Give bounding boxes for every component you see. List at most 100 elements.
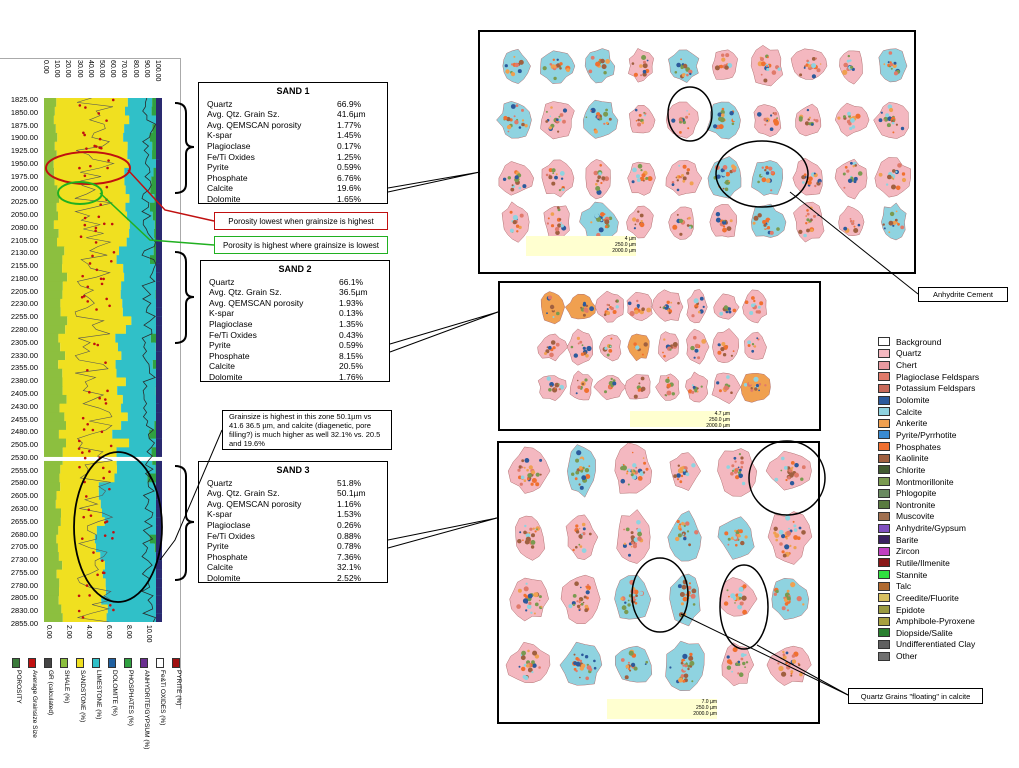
grainsize-point	[89, 262, 92, 265]
dolomite-band	[156, 203, 162, 212]
mineral-spot	[584, 378, 587, 381]
qemscan-panel-1: 4 µm 250.0 µm 2000.0 µm	[478, 30, 916, 274]
mineral-spot	[766, 65, 768, 67]
grainsize-point	[106, 186, 109, 189]
mineral-spot	[687, 597, 689, 599]
mineral-spot	[612, 382, 616, 386]
depth-tick: 2505.00	[0, 441, 38, 449]
composition-band	[44, 412, 64, 421]
mineral-label: Chlorite	[896, 465, 925, 475]
mineral-spot	[526, 537, 531, 542]
mineral-spot	[644, 342, 648, 346]
mineral-spot	[585, 677, 589, 681]
mineral-spot	[643, 457, 645, 459]
mineral-spot	[724, 601, 728, 605]
sand1-label: Fe/Ti Oxides	[207, 152, 255, 163]
composition-band	[58, 334, 115, 343]
composition-band	[64, 412, 127, 421]
mineral-swatch	[878, 372, 890, 381]
mineral-spot	[680, 667, 682, 669]
composition-band	[44, 508, 61, 517]
mineral-swatch	[878, 628, 890, 637]
mineral-spot	[689, 596, 691, 598]
phosphate-band	[154, 229, 156, 238]
mineral-spot	[794, 473, 799, 478]
mineral-spot	[571, 473, 574, 476]
mineral-spot	[665, 379, 670, 384]
mineral-spot	[801, 594, 803, 596]
mineral-spot	[671, 119, 675, 123]
sand2-label: Pyrite	[209, 340, 231, 351]
mineral-spot	[805, 222, 807, 224]
mineral-spot	[556, 312, 560, 316]
mineral-spot	[694, 530, 698, 534]
mineral-spot	[574, 581, 579, 586]
callout-sand1	[388, 172, 480, 192]
mineral-swatch	[878, 396, 890, 405]
mineral-spot	[807, 180, 812, 185]
mineral-spot	[754, 387, 757, 390]
mineral-spot	[616, 305, 619, 308]
mineral-spot	[683, 537, 686, 540]
mineral-spot	[885, 113, 889, 117]
mineral-spot	[672, 225, 677, 230]
mineral-spot	[694, 298, 699, 303]
mineral-spot	[787, 596, 791, 600]
mineral-spot	[503, 178, 506, 181]
grainsize-point	[92, 429, 95, 432]
mineral-spot	[580, 545, 583, 548]
mineral-spot	[588, 70, 592, 74]
mineral-spot	[553, 59, 555, 61]
mineral-spot	[758, 306, 761, 309]
mineral-swatch	[878, 361, 890, 370]
mineral-spot	[783, 656, 787, 660]
mineral-spot	[727, 589, 729, 591]
sand1-label: Dolomite	[207, 194, 241, 205]
mineral-spot	[533, 592, 538, 597]
mineral-spot	[784, 544, 789, 549]
mineral-spot	[800, 478, 803, 481]
mineral-spot	[742, 482, 745, 485]
mineral-spot	[731, 355, 733, 357]
mineral-spot	[519, 187, 522, 190]
mineral-spot	[589, 533, 592, 536]
mineral-spot	[526, 469, 529, 472]
mineral-legend-item: Chert	[878, 359, 1018, 371]
mineral-spot	[510, 188, 514, 192]
mineral-spot	[720, 117, 725, 122]
sand2-label: Avg. QEMSCAN porosity	[209, 298, 303, 309]
mineral-spot	[641, 377, 645, 381]
mineral-spot	[770, 127, 774, 131]
mineral-spot	[536, 528, 538, 530]
mineral-spot	[729, 547, 733, 551]
mineral-spot	[524, 124, 527, 127]
mineral-spot	[562, 120, 566, 124]
mineral-spot	[758, 213, 762, 217]
mineral-spot	[754, 377, 758, 381]
mineral-spot	[854, 180, 857, 183]
mineral-spot	[535, 530, 537, 532]
mineral-spot	[641, 121, 644, 124]
composition-band	[56, 500, 101, 509]
top-tick: 40.00	[87, 60, 94, 78]
grainsize-point	[78, 440, 81, 443]
mineral-spot	[773, 119, 778, 124]
mineral-spot	[725, 188, 729, 192]
mineral-spot	[728, 538, 731, 541]
mineral-spot	[849, 127, 852, 130]
sand2-value: 0.43%	[339, 330, 381, 341]
depth-tick: 2630.00	[0, 505, 38, 513]
depth-tick: 2205.00	[0, 288, 38, 296]
mineral-spot	[695, 344, 699, 348]
mineral-spot	[792, 654, 795, 657]
grain-particle	[542, 160, 574, 197]
mineral-spot	[779, 601, 783, 605]
note-anhydrite: Anhydrite Cement	[918, 287, 1008, 302]
mineral-spot	[673, 342, 678, 347]
mineral-spot	[819, 182, 821, 184]
depth-tick: 2330.00	[0, 352, 38, 360]
